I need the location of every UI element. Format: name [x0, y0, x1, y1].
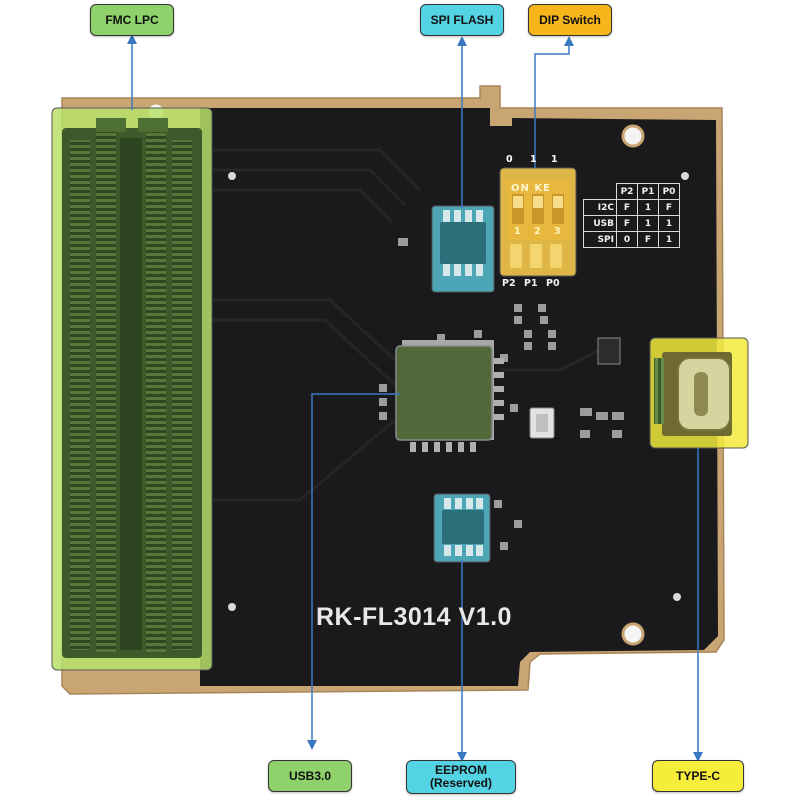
dip-number-1: 0 [506, 154, 513, 165]
dip-mode-header: P0 [658, 183, 680, 200]
dip-mode-value: 1 [637, 199, 659, 216]
eeprom-chip [442, 498, 484, 556]
spi-flash-chip [440, 210, 486, 276]
dip-mode-value: F [616, 215, 638, 232]
callout-fmc-lpc: FMC LPC [90, 4, 174, 36]
callout-spi-flash: SPI FLASH [420, 4, 504, 36]
dip-number-3: 1 [551, 154, 558, 165]
typec-port [654, 352, 732, 436]
dip-mode-header: P1 [637, 183, 659, 200]
fpc-connector [597, 337, 621, 365]
callout-usb3-label: USB3.0 [288, 768, 332, 783]
usb-controller-chip [395, 340, 504, 452]
dip-mode-corner [583, 183, 617, 200]
dip-mode-row: I2C F 1 F [583, 199, 680, 216]
dip-pin-p0: P0 [546, 278, 560, 289]
switch-number-1: 1 [514, 226, 521, 237]
callout-eeprom-label: EEPROM (Reserved) [429, 763, 493, 790]
callout-usb3: USB3.0 [268, 760, 352, 792]
callout-eeprom: EEPROM (Reserved) [406, 760, 516, 794]
fmc-connector [62, 118, 202, 658]
dip-mode-table: P2 P1 P0 I2C F 1 F USB F 1 1 SPI 0 F 1 [583, 183, 680, 248]
leader-arrows [127, 34, 703, 762]
board-title: RK-FL3014 V1.0 [316, 603, 512, 631]
dip-mode-value: F [637, 231, 659, 248]
dip-mode-value: 1 [658, 231, 680, 248]
dip-switch [506, 180, 570, 268]
dip-mode-value: 0 [616, 231, 638, 248]
passive-components [379, 238, 624, 550]
dip-mode-name: USB [583, 215, 617, 232]
callout-fmc-lpc-label: FMC LPC [105, 12, 159, 27]
dip-mode-value: 1 [658, 215, 680, 232]
switch-label: ON KE [511, 183, 551, 194]
switch-number-3: 3 [554, 226, 561, 237]
callout-spi-flash-label: SPI FLASH [430, 12, 494, 27]
dip-mode-value: F [616, 199, 638, 216]
callout-type-c-label: TYPE-C [675, 768, 720, 783]
dip-mode-name: SPI [583, 231, 617, 248]
dip-mode-row: SPI 0 F 1 [583, 231, 680, 248]
switch-number-2: 2 [534, 226, 541, 237]
callout-dip-switch-label: DIP Switch [539, 12, 601, 27]
dip-mode-value: 1 [637, 215, 659, 232]
dip-mode-header-row: P2 P1 P0 [583, 183, 680, 200]
pcb-traces [210, 148, 601, 502]
callout-dip-switch: DIP Switch [528, 4, 612, 36]
dip-pin-p2: P2 [502, 278, 516, 289]
dip-number-2: 1 [530, 154, 537, 165]
dip-mode-row: USB F 1 1 [583, 215, 680, 232]
dip-mode-value: F [658, 199, 680, 216]
dip-mode-name: I2C [583, 199, 617, 216]
dip-pin-p1: P1 [524, 278, 538, 289]
callout-type-c: TYPE-C [652, 760, 744, 792]
dip-mode-header: P2 [616, 183, 638, 200]
